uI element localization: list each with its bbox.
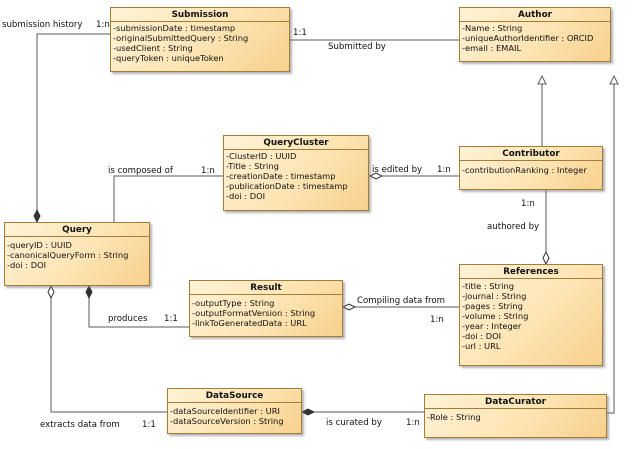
attribute: -dataSourceIdentifier : URI [170, 406, 280, 416]
attribute: -title : String [462, 281, 515, 291]
attribute: -contributionRanking : Integer [462, 165, 587, 175]
composition-diamond-query-submission [33, 208, 41, 224]
composition-diamond-datasource [300, 408, 316, 416]
class-contributor-title: Contributor [460, 147, 602, 161]
attribute: -year : Integer [462, 321, 522, 331]
attribute: -queryToken : uniqueToken [113, 53, 224, 63]
label-compiling-data-from: Compiling data from [357, 296, 445, 306]
class-references[interactable]: References -title : String -journal : St… [459, 264, 603, 366]
label-authored-by: authored by [487, 222, 540, 232]
aggregation-diamond-contributor-edit [368, 172, 384, 180]
class-datacurator-title: DataCurator [425, 395, 606, 409]
attribute: -doi : DOI [462, 331, 502, 341]
generalization-arrow-contributor [537, 74, 547, 85]
attribute: -volume : String [462, 311, 529, 321]
class-submission-title: Submission [111, 8, 289, 22]
aggregation-diamond-result [341, 303, 357, 311]
class-datacurator[interactable]: DataCurator -Role : String [424, 394, 607, 438]
datacurator-generalization-line [607, 84, 615, 414]
label-extracts-data-from: extracts data from [40, 420, 120, 430]
attribute: -doi : DOI [7, 260, 47, 270]
class-querycluster-title: QueryCluster [224, 136, 368, 150]
class-result-title: Result [190, 281, 342, 295]
attribute: -creationDate : timestamp [226, 171, 336, 181]
attribute: -submissionDate : timestamp [113, 23, 236, 33]
class-query-title: Query [5, 223, 149, 237]
attribute: -usedClient : String [113, 43, 193, 53]
label-submitted-by: Submitted by [328, 42, 386, 52]
attribute: -canonicalQueryForm : String [7, 250, 129, 260]
generalization-arrow-datacurator [609, 74, 619, 85]
class-references-title: References [460, 265, 602, 279]
class-author[interactable]: Author -Name : String -uniqueAuthorIdent… [459, 7, 611, 62]
class-query[interactable]: Query -queryID : UUID -canonicalQueryFor… [4, 222, 150, 286]
attribute: -originalSubmittedQuery : String [113, 33, 249, 43]
attribute: -email : EMAIL [462, 43, 522, 53]
attribute: -linkToGeneratedData : URL [192, 318, 307, 328]
label-produces-mult: 1:1 [164, 314, 178, 324]
attribute: -Title : String [226, 161, 279, 171]
composition-diamond-query-result [85, 284, 93, 300]
label-is-composed-of-mult: 1:n [201, 166, 215, 176]
label-authored-by-mult: 1:n [521, 199, 535, 209]
label-submission-history-mult: 1:n [96, 20, 110, 30]
attribute: -outputType : String [192, 298, 275, 308]
attribute: -outputFormatVersion : String [192, 308, 316, 318]
attribute: -doi : DOI [226, 191, 266, 201]
attribute: -Name : String [462, 23, 523, 33]
produces-line [88, 286, 189, 328]
attribute: -Role : String [427, 412, 481, 422]
attribute: -journal : String [462, 291, 527, 301]
attribute: -publicationDate : timestamp [226, 181, 348, 191]
attribute: -uniqueAuthorIdentifier : ORCID [462, 33, 594, 43]
submission-history-line [36, 33, 110, 216]
label-submitted-by-mult: 1:1 [293, 28, 307, 38]
attribute: -url : URL [462, 341, 501, 351]
class-author-title: Author [460, 8, 610, 22]
label-extracts-data-from-mult: 1:1 [142, 420, 156, 430]
label-is-curated-by: is curated by [326, 418, 382, 428]
label-is-composed-of: is composed of [108, 166, 173, 176]
label-produces: produces [108, 314, 148, 324]
label-submission-history: submission history [2, 20, 83, 30]
extracts-data-from-line [50, 286, 167, 413]
attribute: -dataSourceVersion : String [170, 416, 284, 426]
class-contributor[interactable]: Contributor -contributionRanking : Integ… [459, 146, 603, 190]
aggregation-diamond-query-datasource [47, 284, 55, 300]
label-is-curated-by-mult: 1:n [406, 418, 420, 428]
label-is-edited-by-mult: 1:n [437, 165, 451, 175]
attribute: -ClusterID : UUID [226, 151, 297, 161]
is-composed-of-line [113, 175, 223, 222]
attribute: -pages : String [462, 301, 523, 311]
label-is-edited-by: is edited by [372, 165, 423, 175]
label-compiling-data-from-mult: 1:n [430, 315, 444, 325]
class-datasource[interactable]: DataSource -dataSourceIdentifier : URI -… [167, 388, 302, 434]
class-result[interactable]: Result -outputType : String -outputForma… [189, 280, 343, 337]
attribute: -queryID : UUID [7, 240, 72, 250]
aggregation-diamond-references [542, 250, 550, 266]
class-querycluster[interactable]: QueryCluster -ClusterID : UUID -Title : … [223, 135, 369, 211]
class-datasource-title: DataSource [168, 389, 301, 403]
class-submission[interactable]: Submission -submissionDate : timestamp -… [110, 7, 290, 72]
